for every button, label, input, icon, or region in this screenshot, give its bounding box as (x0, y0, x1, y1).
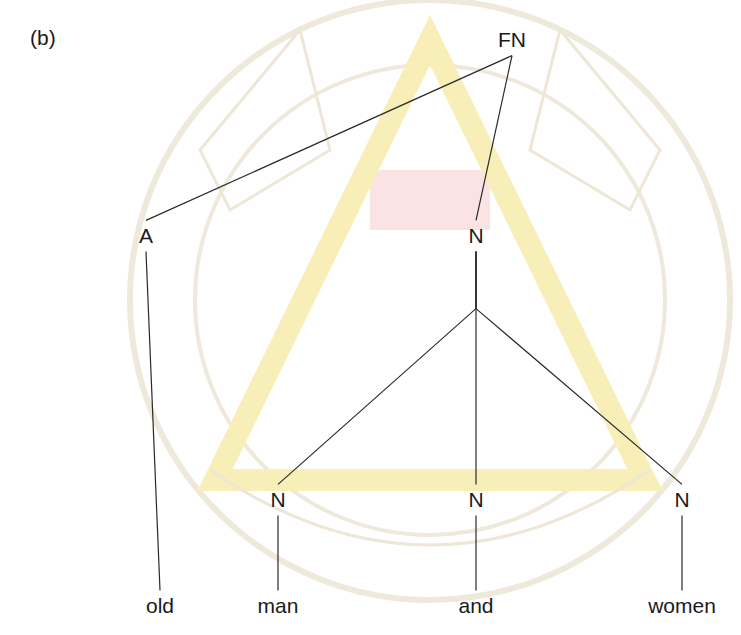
category-text: N (674, 487, 689, 512)
category-label: N (265, 485, 290, 514)
category-text: N (468, 487, 483, 512)
category-text: N (468, 223, 483, 248)
leaf-word: and (453, 591, 498, 620)
category-label: N (463, 485, 488, 514)
tree-branch (277, 516, 278, 591)
category-text: N (270, 487, 285, 512)
panel-label: (b) (30, 26, 56, 50)
leaf-word: women (643, 591, 721, 620)
leaf-word: old (141, 591, 179, 620)
tree-branch (146, 56, 512, 221)
watermark-ring (130, 0, 730, 600)
tree-branch (278, 252, 476, 485)
category-text: A (139, 223, 153, 248)
category-label: FN (493, 25, 531, 54)
word-text: man (258, 593, 299, 618)
word-text: old (146, 593, 174, 618)
word-text: women (648, 593, 716, 618)
category-label: N (463, 221, 488, 250)
word-text: and (458, 593, 493, 618)
watermark-arc (210, 470, 650, 545)
watermark-ring (195, 65, 665, 535)
category-label: A (134, 221, 158, 250)
category-text: FN (498, 27, 526, 52)
watermark-triangle (215, 40, 645, 480)
tree-branch (681, 516, 682, 591)
tree-branch (476, 252, 682, 485)
category-label: N (669, 485, 694, 514)
tree-branch (476, 56, 512, 221)
watermark-band (370, 170, 490, 230)
leaf-word: man (253, 591, 304, 620)
tree-branch (146, 252, 160, 591)
tree-branch (475, 516, 476, 591)
